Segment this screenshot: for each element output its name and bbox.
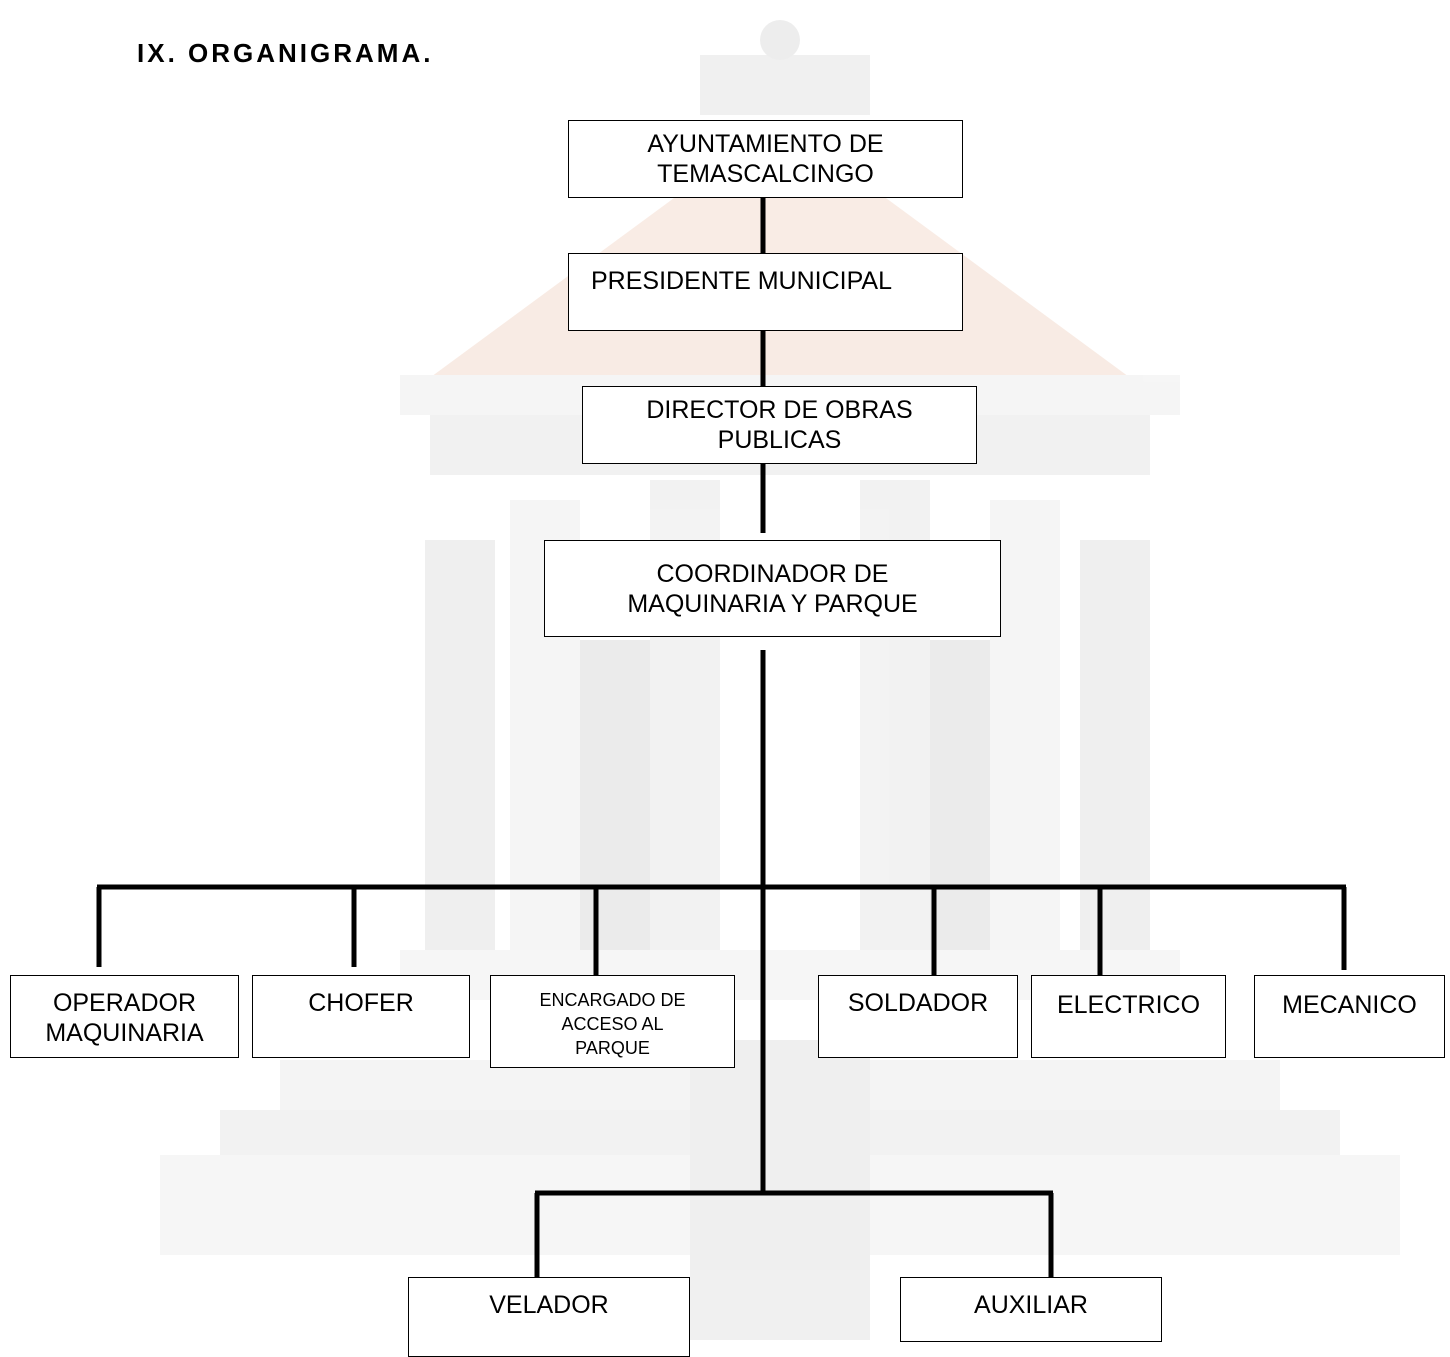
org-box-operador-maquinaria-label: OPERADOR MAQUINARIA (45, 989, 204, 1047)
org-box-director: DIRECTOR DE OBRAS PUBLICAS (582, 386, 977, 464)
page-title: IX. ORGANIGRAMA. (137, 38, 434, 68)
org-box-chofer-label: CHOFER (308, 989, 414, 1017)
org-box-auxiliar: AUXILIAR (900, 1277, 1162, 1342)
org-box-electrico: ELECTRICO (1031, 975, 1226, 1058)
org-box-mecanico: MECANICO (1254, 975, 1445, 1058)
org-box-electrico-label: ELECTRICO (1056, 991, 1201, 1019)
org-box-velador: VELADOR (408, 1277, 690, 1357)
org-box-ayuntamiento-label: AYUNTAMIENTO DE TEMASCALCINGO (647, 130, 884, 188)
org-box-operador-maquinaria: OPERADOR MAQUINARIA (10, 975, 239, 1058)
org-box-mecanico-label: MECANICO (1282, 991, 1417, 1019)
org-box-soldador: SOLDADOR (818, 975, 1018, 1058)
org-box-director-label: DIRECTOR DE OBRAS PUBLICAS (646, 396, 913, 454)
org-box-auxiliar-label: AUXILIAR (974, 1291, 1088, 1319)
org-box-encargado-acceso-label: ENCARGADO DE ACCESO AL PARQUE (539, 990, 686, 1058)
org-box-encargado-acceso: ENCARGADO DE ACCESO AL PARQUE (490, 975, 735, 1068)
org-box-coordinador-label: COORDINADOR DE MAQUINARIA Y PARQUE (627, 559, 918, 618)
org-box-ayuntamiento: AYUNTAMIENTO DE TEMASCALCINGO (568, 120, 963, 198)
org-box-presidente-label: PRESIDENTE MUNICIPAL (591, 267, 892, 295)
org-box-velador-label: VELADOR (489, 1291, 609, 1319)
org-box-coordinador: COORDINADOR DE MAQUINARIA Y PARQUE (544, 540, 1001, 637)
org-box-chofer: CHOFER (252, 975, 470, 1058)
org-box-soldador-label: SOLDADOR (847, 989, 989, 1017)
org-box-presidente: PRESIDENTE MUNICIPAL (568, 253, 963, 331)
